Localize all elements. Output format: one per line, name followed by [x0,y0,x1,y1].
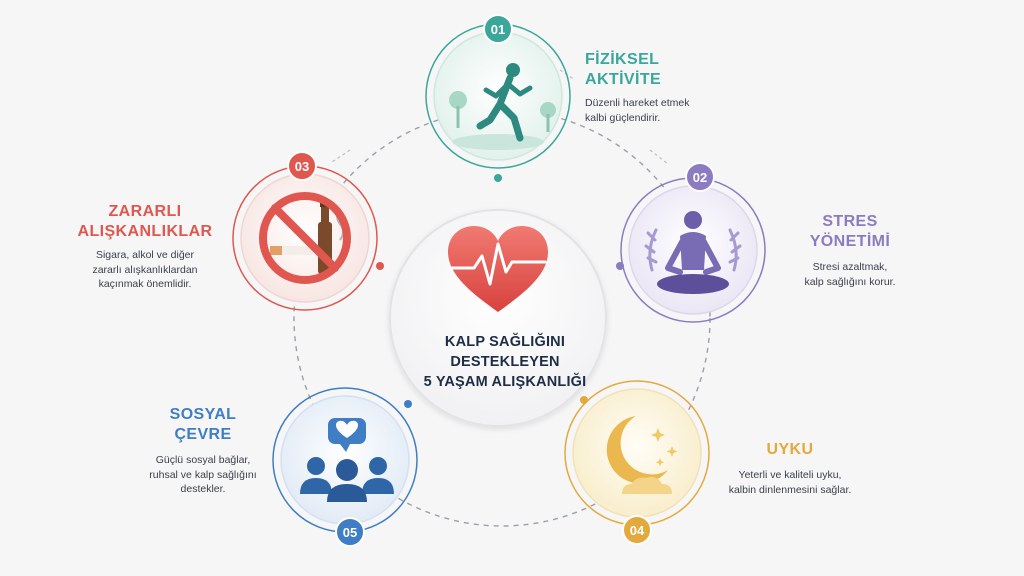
node-04: 04 [564,380,710,545]
item-04-desc-line-2: kalbin dinlenmesini sağlar. [728,483,852,496]
item-01-desc-line-2: kalbi güçlendirir. [585,111,661,124]
item-01-title-line-2: AKTİVİTE [585,71,662,88]
badge-05-number: 05 [343,525,357,540]
center-title-line-1: KALP SAĞLIĞINI [444,334,566,350]
meditation-icon [644,211,742,294]
badge-01-number: 01 [491,22,505,37]
node-03: 03 [232,151,378,311]
item-02-title-line-1: STRES [822,213,878,230]
center-title-line-2: DESTEKLEYEN [450,354,560,370]
item-04-title: UYKU [700,440,880,460]
badge-04-number: 04 [630,523,645,538]
running-person-icon [449,63,556,150]
item-01-desc-line-1: Düzenli hareket etmek [585,97,690,109]
item-03-text: ZARARLI ALIŞKANLIKLAR Sigara, alkol ve d… [60,202,230,292]
item-04-desc-line-1: Yeterli ve kaliteli uyku, [738,469,842,481]
item-02-title-line-2: YÖNETİMİ [809,233,891,250]
item-01-title: FİZİKSEL AKTİVİTE [585,50,765,90]
item-04-text: UYKU Yeterli ve kaliteli uyku, kalbin di… [700,440,880,497]
item-03-title-line-2: ALIŞKANLIKLAR [77,223,213,240]
badge-02-number: 02 [693,170,707,185]
node-05: 05 [272,387,418,547]
badge-02: 02 [685,162,715,192]
item-05-title-line-1: SOSYAL [169,406,237,423]
node-02: 02 [620,162,766,323]
item-03-title-line-1: ZARARLI [108,203,182,220]
item-05-text: SOSYAL ÇEVRE Güçlü sosyal bağlar, ruhsal… [128,405,278,497]
item-05-desc-line-1: Güçlü sosyal bağlar, [155,454,251,466]
badge-01: 01 [483,14,513,44]
moon-sleep-icon [606,416,678,494]
heart-icon [448,226,548,312]
item-02-title: STRES YÖNETİMİ [770,212,930,252]
item-03-desc-line-1: Sigara, alkol ve diğer [95,249,195,261]
outer-dashed-ring [293,109,711,527]
social-group-icon [300,418,394,502]
item-05-desc-line-3: destekler. [180,483,226,495]
item-01-description: Düzenli hareket etmek kalbi güçlendirir. [585,96,765,125]
item-03-desc-line-3: kaçınmak önemlidir. [98,278,192,290]
item-05-title-line-2: ÇEVRE [174,426,232,443]
leader-lines [331,69,669,165]
no-smoking-alcohol-icon [259,192,351,284]
item-01-title-line-1: FİZİKSEL [585,51,660,68]
badge-03: 03 [287,151,317,181]
item-05-desc-line-2: ruhsal ve kalp sağlığını [149,468,257,481]
badge-03-number: 03 [295,159,309,174]
item-04-description: Yeterli ve kaliteli uyku, kalbin dinlenm… [700,468,880,497]
item-02-description: Stresi azaltmak, kalp sağlığını korur. [770,260,930,289]
center-node [389,209,607,427]
badge-05: 05 [335,517,365,547]
item-02-desc-line-1: Stresi azaltmak, [812,261,888,273]
item-05-title: SOSYAL ÇEVRE [128,405,278,445]
item-01-text: FİZİKSEL AKTİVİTE Düzenli hareket etmek … [585,50,765,125]
item-02-desc-line-2: kalp sağlığını korur. [804,275,896,288]
item-02-text: STRES YÖNETİMİ Stresi azaltmak, kalp sağ… [770,212,930,289]
item-04-title-line-1: UYKU [766,441,814,458]
center-title: KALP SAĞLIĞINI DESTEKLEYEN 5 YAŞAM ALIŞK… [400,332,610,392]
center-title-line-3: 5 YAŞAM ALIŞKANLIĞI [423,374,587,390]
item-05-description: Güçlü sosyal bağlar, ruhsal ve kalp sağl… [128,453,278,497]
node-01: 01 [425,14,571,169]
item-03-desc-line-2: zararlı alışkanlıklardan [92,263,198,276]
item-03-title: ZARARLI ALIŞKANLIKLAR [60,202,230,242]
item-03-description: Sigara, alkol ve diğer zararlı alışkanlı… [60,248,230,292]
badge-04: 04 [622,515,652,545]
